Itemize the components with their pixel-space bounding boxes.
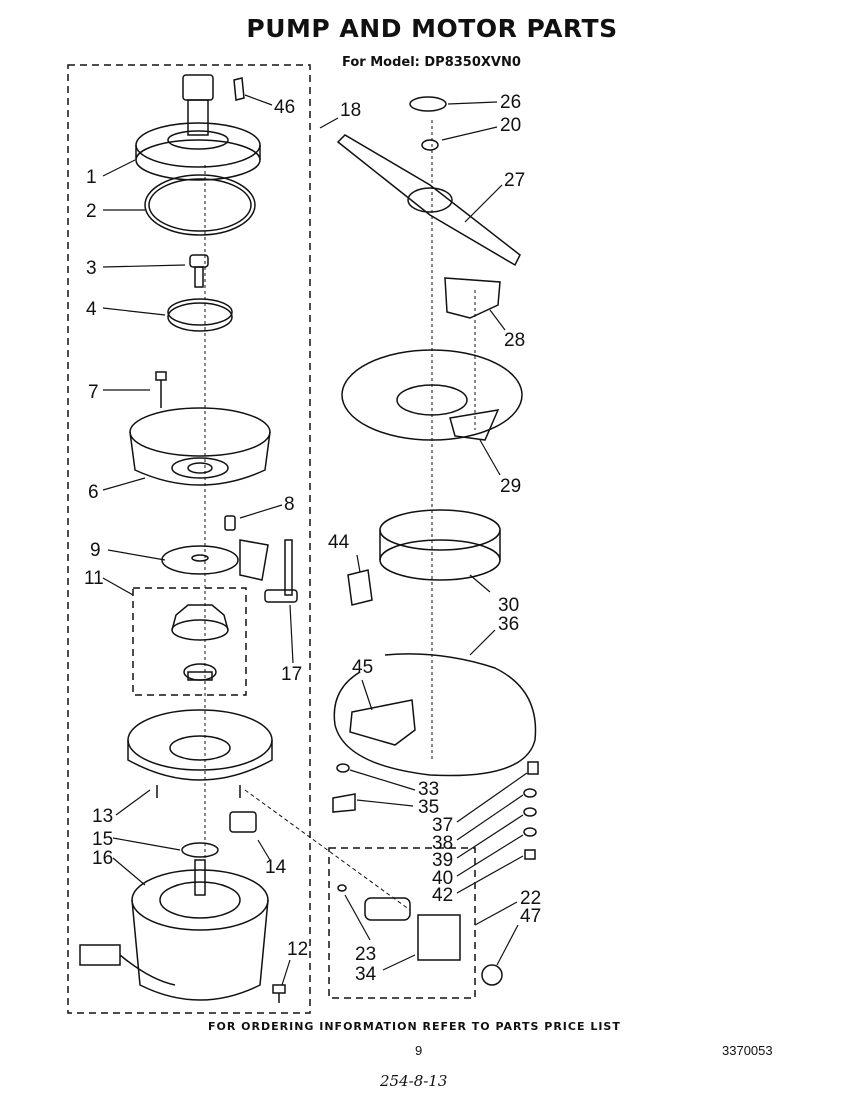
- callout-26: 26: [500, 92, 521, 113]
- callout-47: 47: [520, 906, 541, 927]
- hardware-39: [523, 807, 537, 817]
- callout-1: 1: [86, 167, 97, 188]
- heater-element: [333, 653, 537, 777]
- callout-3: 3: [86, 258, 97, 279]
- callout-34: 34: [355, 964, 377, 985]
- seal-disc: [167, 302, 233, 332]
- page-number: 9: [415, 1043, 423, 1058]
- callout-20: 20: [500, 115, 521, 136]
- callout-15: 15: [92, 829, 113, 850]
- callout-12: 12: [287, 939, 308, 960]
- callout-45: 45: [352, 657, 373, 678]
- handwritten-note: 254-8-13: [380, 1072, 448, 1090]
- motor-screw: [272, 984, 286, 1003]
- ordering-note: FOR ORDERING INFORMATION REFER TO PARTS …: [208, 1020, 621, 1033]
- hardware-42: [524, 849, 536, 860]
- callout-44: 44: [328, 532, 350, 553]
- callout-2: 2: [86, 201, 97, 222]
- callout-22: 22: [520, 888, 541, 909]
- model-subtitle: For Model: DP8350XVN0: [342, 55, 521, 70]
- callout-16: 16: [92, 848, 113, 869]
- callout-27: 27: [504, 170, 525, 191]
- callout-23: 23: [355, 944, 376, 965]
- heater-bracket: [349, 699, 416, 746]
- callout-29: 29: [500, 476, 521, 497]
- callout-13: 13: [92, 806, 113, 827]
- hardware-38: [523, 788, 537, 798]
- impeller-bolt: [189, 254, 209, 288]
- grommet: [481, 964, 503, 986]
- callout-6: 6: [88, 482, 99, 503]
- callout-38: 38: [432, 833, 453, 854]
- callout-30: 30: [498, 595, 519, 616]
- heater-rod: [264, 539, 298, 603]
- callout-28: 28: [504, 330, 525, 351]
- valve-group-boundary: [328, 847, 476, 999]
- pump-assembly-boundary: [67, 64, 311, 1014]
- callout-37: 37: [432, 815, 453, 836]
- callout-9: 9: [90, 540, 101, 561]
- screw-small: [224, 515, 236, 531]
- callout-7: 7: [88, 382, 99, 403]
- callout-33: 33: [418, 779, 439, 800]
- callout-40: 40: [432, 868, 453, 889]
- cap-part: [409, 96, 447, 112]
- hardware-37: [527, 761, 539, 775]
- callout-36: 36: [498, 614, 519, 635]
- drain-valve: [337, 884, 461, 961]
- pump-housing-cover: [135, 74, 261, 181]
- motor-washer: [181, 842, 219, 858]
- screw-part: [155, 371, 167, 408]
- callout-8: 8: [284, 494, 295, 515]
- callout-4: 4: [86, 299, 97, 320]
- motor: [79, 859, 269, 1001]
- callout-39: 39: [432, 850, 453, 871]
- lower-spray-arm: [336, 134, 521, 267]
- page-title: PUMP AND MOTOR PARTS: [246, 14, 618, 43]
- filter-screen: [341, 349, 523, 441]
- hardware-33: [336, 763, 350, 773]
- callout-46: 46: [274, 97, 295, 118]
- hardware-40: [523, 827, 537, 837]
- pump-body: [129, 407, 271, 486]
- callout-42: 42: [432, 885, 453, 906]
- callout-17: 17: [281, 664, 302, 685]
- filter-ring: [379, 509, 501, 581]
- document-number: 3370053: [722, 1043, 773, 1058]
- callout-35: 35: [418, 797, 439, 818]
- hardware-35: [332, 793, 356, 813]
- chopper-plate: [161, 539, 269, 581]
- impeller-group-boundary: [132, 587, 247, 696]
- callout-14: 14: [265, 857, 287, 878]
- impeller: [171, 604, 229, 681]
- ring-seal: [144, 174, 256, 236]
- washer-part: [421, 139, 439, 151]
- thermostat: [347, 569, 373, 606]
- spray-arm-bracket: [444, 277, 501, 319]
- motor-bracket: [229, 811, 257, 833]
- motor-mount: [127, 709, 273, 798]
- callout-18: 18: [340, 100, 361, 121]
- clip-part: [233, 77, 245, 101]
- callout-11: 11: [84, 568, 104, 589]
